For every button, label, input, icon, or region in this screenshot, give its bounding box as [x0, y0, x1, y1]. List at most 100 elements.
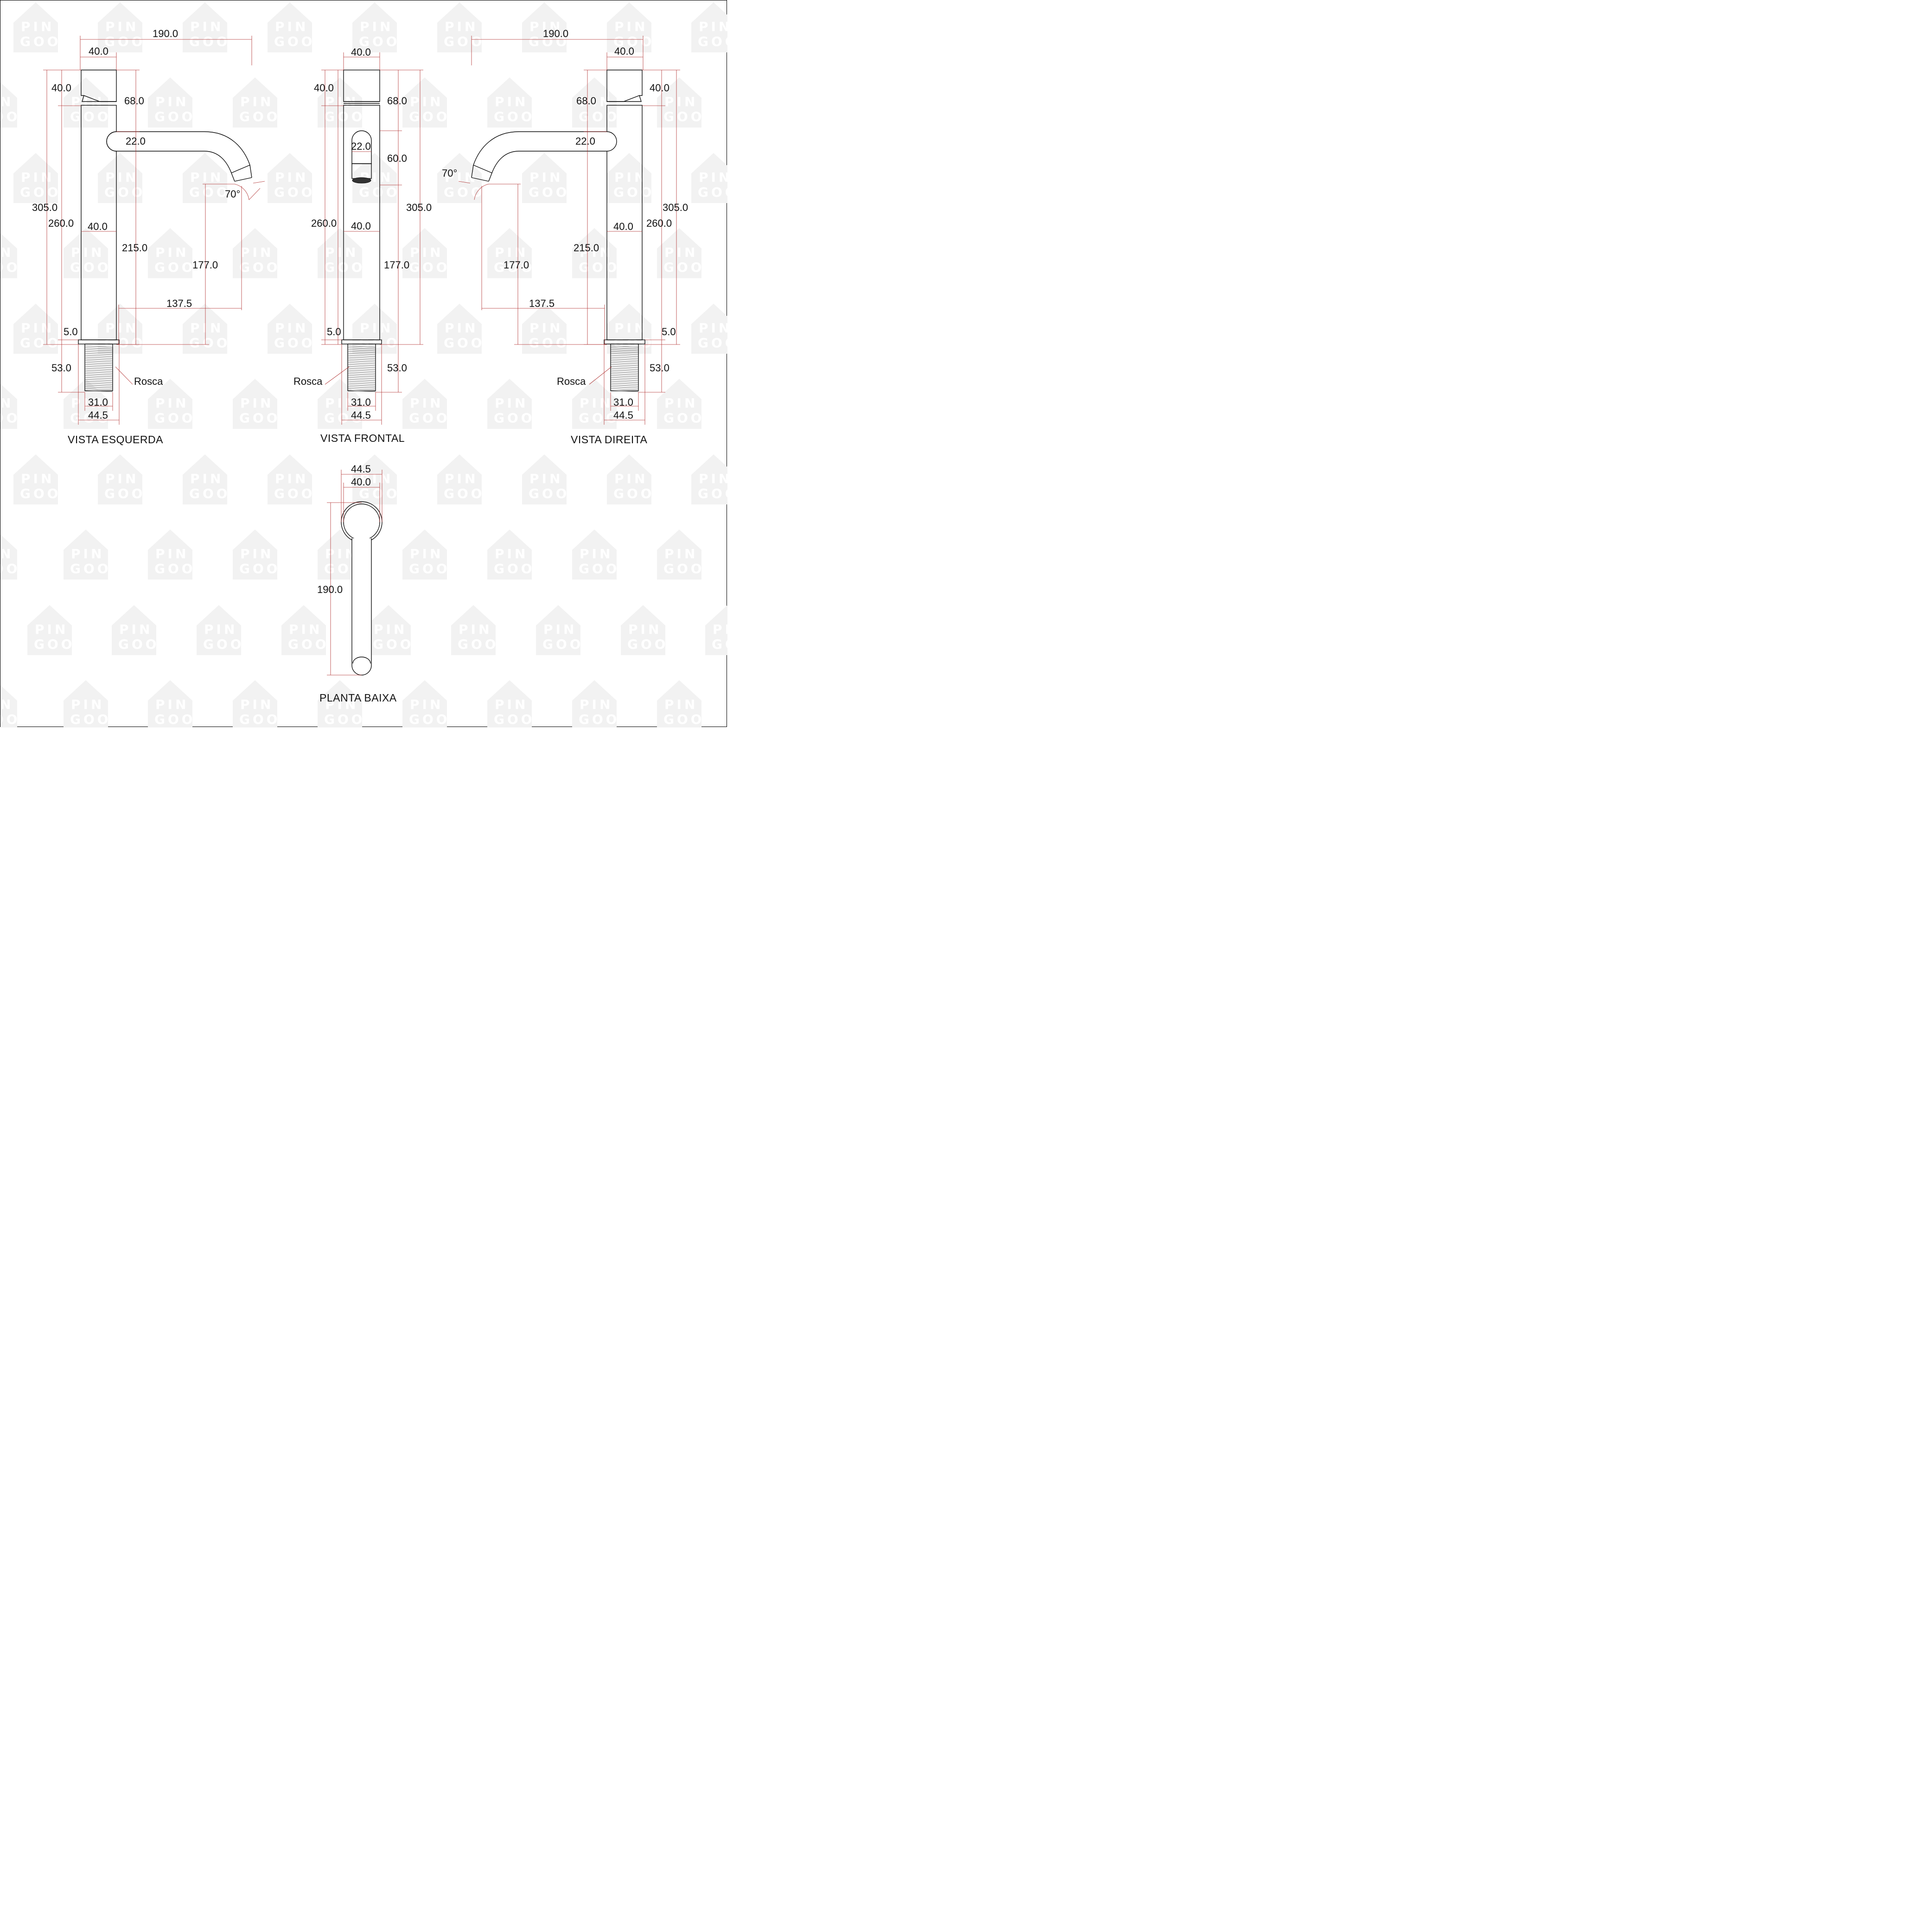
svg-text:GOO: GOO	[0, 260, 20, 275]
left-dim-reach: 137.5	[166, 298, 192, 309]
svg-text:PIN: PIN	[325, 395, 358, 411]
svg-text:PIN: PIN	[35, 622, 68, 637]
right-spout	[473, 131, 617, 173]
svg-text:GOO: GOO	[20, 185, 61, 200]
svg-text:PIN: PIN	[580, 94, 613, 109]
right-dim-angle: 70°	[442, 167, 457, 179]
svg-text:PIN: PIN	[240, 546, 274, 561]
svg-text:GOO: GOO	[359, 486, 400, 501]
svg-text:GOO: GOO	[104, 486, 146, 501]
svg-text:PIN: PIN	[275, 471, 308, 486]
svg-text:PIN: PIN	[495, 546, 528, 561]
svg-text:PIN: PIN	[119, 622, 153, 637]
front-dim-flange: 5.0	[327, 326, 341, 338]
svg-text:PIN: PIN	[325, 245, 358, 260]
right-dim-handle-height: 40.0	[650, 82, 670, 94]
left-dimensions	[43, 36, 265, 425]
svg-text:PIN: PIN	[21, 170, 54, 185]
svg-text:PIN: PIN	[459, 622, 492, 637]
svg-text:GOO: GOO	[444, 185, 485, 200]
svg-text:PIN: PIN	[204, 622, 237, 637]
svg-text:GOO: GOO	[627, 637, 669, 652]
svg-text:GOO: GOO	[444, 335, 485, 351]
left-handle-bevel	[82, 95, 116, 102]
plan-dim-length: 190.0	[317, 584, 343, 595]
svg-text:GOO: GOO	[698, 335, 727, 351]
right-dim-total-height: 305.0	[663, 202, 688, 213]
svg-text:GOO: GOO	[324, 109, 365, 124]
svg-text:GOO: GOO	[189, 185, 230, 200]
front-dim-body-width: 40.0	[351, 220, 371, 232]
left-dim-thread-dia: 31.0	[88, 396, 108, 408]
svg-text:GOO: GOO	[359, 335, 400, 351]
left-dim-spout-height: 215.0	[122, 242, 147, 254]
svg-text:PIN: PIN	[275, 19, 308, 34]
svg-text:GOO: GOO	[698, 185, 727, 200]
svg-text:PIN: PIN	[190, 320, 223, 336]
right-dim-thread-length: 53.0	[650, 362, 670, 374]
svg-text:PIN: PIN	[71, 245, 104, 260]
left-dim-angle: 70°	[225, 188, 240, 200]
svg-text:PIN: PIN	[664, 245, 698, 260]
right-dim-body-height: 260.0	[646, 217, 672, 229]
front-dimensions	[321, 52, 423, 425]
svg-text:GOO: GOO	[104, 185, 146, 200]
svg-text:GOO: GOO	[494, 561, 535, 576]
svg-text:GOO: GOO	[189, 335, 230, 351]
front-spout	[351, 130, 372, 164]
svg-text:PIN: PIN	[240, 395, 274, 411]
front-dim-body-height: 260.0	[311, 217, 337, 229]
svg-text:GOO: GOO	[239, 109, 281, 124]
svg-text:PIN: PIN	[445, 170, 478, 185]
svg-text:GOO: GOO	[409, 109, 450, 124]
svg-text:GOO: GOO	[203, 637, 244, 652]
svg-text:PIN: PIN	[628, 622, 662, 637]
svg-text:PIN: PIN	[699, 471, 727, 486]
svg-text:GOO: GOO	[34, 637, 75, 652]
svg-text:GOO: GOO	[70, 561, 111, 576]
svg-text:GOO: GOO	[154, 410, 196, 426]
svg-text:PIN: PIN	[614, 19, 648, 34]
svg-text:GOO: GOO	[324, 712, 365, 727]
svg-text:GOO: GOO	[0, 561, 20, 576]
svg-text:PIN: PIN	[21, 471, 54, 486]
svg-text:PIN: PIN	[21, 19, 54, 34]
right-dim-thread-dia: 31.0	[613, 396, 633, 408]
svg-text:PIN: PIN	[240, 94, 274, 109]
svg-text:PIN: PIN	[699, 320, 727, 336]
svg-text:PIN: PIN	[360, 19, 393, 34]
svg-text:PIN: PIN	[0, 546, 13, 561]
svg-text:PIN: PIN	[190, 19, 223, 34]
svg-text:PIN: PIN	[325, 697, 358, 712]
svg-text:GOO: GOO	[712, 637, 727, 652]
svg-text:GOO: GOO	[70, 712, 111, 727]
svg-text:PIN: PIN	[240, 245, 274, 260]
right-thread-label: Rosca	[557, 376, 586, 387]
svg-text:PIN: PIN	[529, 19, 563, 34]
svg-text:PIN: PIN	[699, 170, 727, 185]
front-dim-top-width: 40.0	[351, 46, 371, 58]
